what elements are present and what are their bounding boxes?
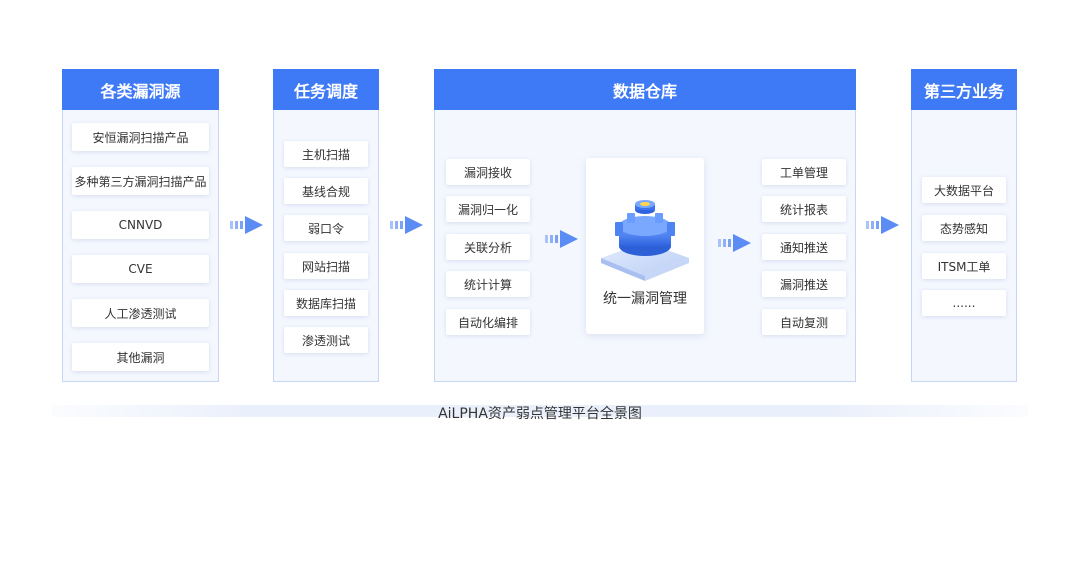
source-item-anheng-scanner: 安恒漏洞扫描产品: [72, 123, 209, 151]
flow-arrow-icon: [390, 216, 423, 234]
task-item-host-scan: 主机扫描: [284, 141, 368, 167]
third-party-item-bigdata: 大数据平台: [922, 177, 1006, 203]
task-item-baseline: 基线合规: [284, 178, 368, 204]
panel-title-scheduling: 任务调度: [273, 69, 379, 110]
flow-arrow-icon: [545, 230, 578, 248]
caption-band: [52, 405, 1028, 417]
source-item-cnnvd: CNNVD: [72, 211, 209, 239]
source-item-other: 其他漏洞: [72, 343, 209, 371]
center-label: 统一漏洞管理: [603, 291, 687, 307]
source-item-third-party-scanners: 多种第三方漏洞扫描产品: [72, 167, 209, 195]
task-item-pentest: 渗透测试: [284, 327, 368, 353]
warehouse-item-orchestration: 自动化编排: [446, 309, 530, 335]
flow-arrow-icon: [866, 216, 899, 234]
third-party-item-situational-awareness: 态势感知: [922, 215, 1006, 241]
warehouse-item-notify: 通知推送: [762, 234, 846, 260]
warehouse-item-receive: 漏洞接收: [446, 159, 530, 185]
unified-vuln-management-card: 统一漏洞管理: [586, 158, 704, 334]
warehouse-item-correlation: 关联分析: [446, 234, 530, 260]
panel-third-party-business: 第三方业务 大数据平台 态势感知 ITSM工单 ......: [911, 69, 1017, 382]
panel-vulnerability-sources: 各类漏洞源 安恒漏洞扫描产品 多种第三方漏洞扫描产品 CNNVD CVE 人工渗…: [62, 69, 219, 382]
source-item-cve: CVE: [72, 255, 209, 283]
warehouse-item-ticket: 工单管理: [762, 159, 846, 185]
panel-task-scheduling: 任务调度 主机扫描 基线合规 弱口令 网站扫描 数据库扫描 渗透测试: [273, 69, 379, 382]
third-party-item-more: ......: [922, 290, 1006, 316]
task-item-db-scan: 数据库扫描: [284, 290, 368, 316]
panel-title-warehouse: 数据仓库: [434, 69, 856, 110]
diagram-caption: AiLPHA资产弱点管理平台全景图: [438, 406, 642, 422]
warehouse-item-statistics: 统计计算: [446, 271, 530, 297]
panel-title-third-party: 第三方业务: [911, 69, 1017, 110]
task-item-weak-password: 弱口令: [284, 215, 368, 241]
task-item-web-scan: 网站扫描: [284, 253, 368, 279]
warehouse-item-retest: 自动复测: [762, 309, 846, 335]
third-party-item-itsm: ITSM工单: [922, 253, 1006, 279]
warehouse-item-vuln-push: 漏洞推送: [762, 271, 846, 297]
flow-arrow-icon: [718, 234, 751, 252]
warehouse-item-report: 统计报表: [762, 196, 846, 222]
panel-title-sources: 各类漏洞源: [62, 69, 219, 110]
source-item-pentest: 人工渗透测试: [72, 299, 209, 327]
warehouse-item-normalize: 漏洞归一化: [446, 196, 530, 222]
gear-icon: [601, 200, 689, 281]
flow-arrow-icon: [230, 216, 263, 234]
